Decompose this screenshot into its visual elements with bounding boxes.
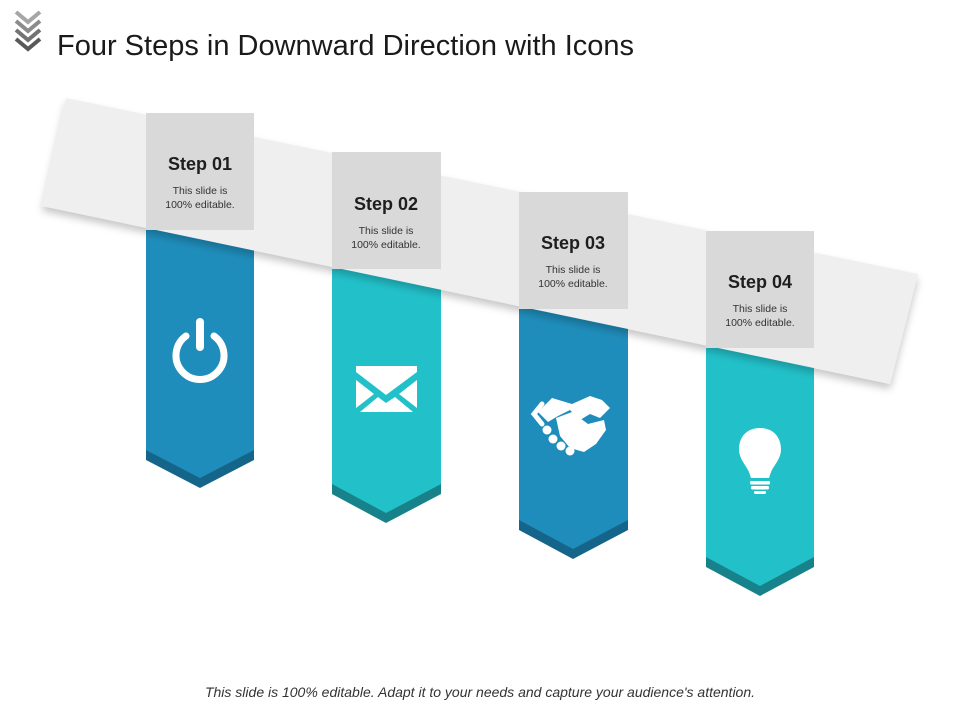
step-header-box-4 — [706, 231, 814, 348]
step-title-4: Step 04 — [727, 272, 793, 292]
step-header-box-1 — [146, 113, 254, 230]
power-icon — [172, 318, 228, 383]
chevron-logo-icon — [14, 10, 42, 52]
handshake-icon — [530, 396, 610, 456]
step-header-box-3 — [519, 192, 628, 309]
step-header-box-2 — [332, 152, 441, 269]
step-title-3: Step 03 — [540, 233, 606, 253]
envelope-icon — [356, 366, 417, 412]
step-title-1: Step 01 — [167, 154, 233, 174]
lightbulb-icon — [739, 428, 781, 494]
footer-note: This slide is 100% editable. Adapt it to… — [204, 684, 756, 700]
page-title: Four Steps in Downward Direction with Ic… — [57, 30, 635, 62]
step-title-2: Step 02 — [353, 194, 419, 214]
slanted-band — [42, 98, 918, 384]
step-ribbon-1 — [146, 215, 254, 488]
